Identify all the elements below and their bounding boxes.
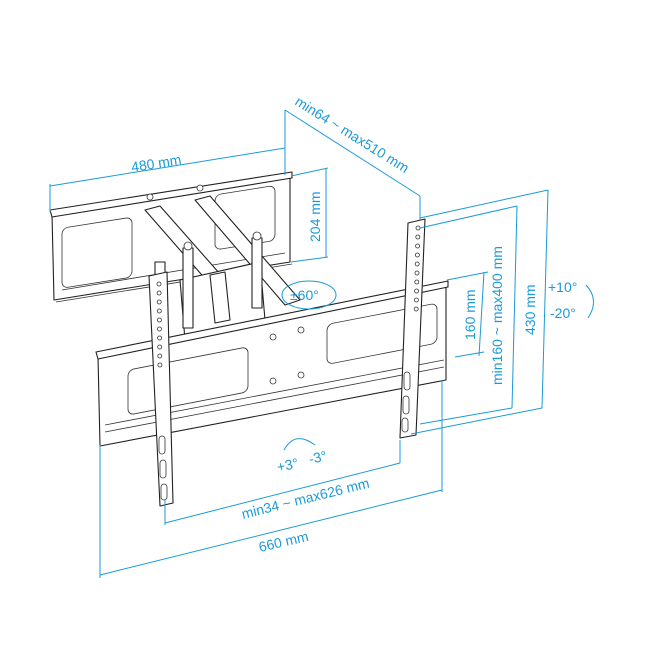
adjust-hole xyxy=(156,317,162,323)
label-bracket-width: 660 mm xyxy=(257,528,310,555)
adjust-hole xyxy=(156,308,162,314)
level-arc xyxy=(283,438,316,451)
adjust-hole xyxy=(157,326,162,332)
adjust-hole xyxy=(414,270,420,276)
adjust-hole xyxy=(414,252,420,258)
label-wall-plate-height: 204 mm xyxy=(307,191,323,242)
right-vertical-arm xyxy=(399,218,426,439)
label-tilt-down: -20° xyxy=(550,305,576,321)
label-tilt-up: +10° xyxy=(548,279,577,295)
adjust-hole xyxy=(156,290,162,296)
label-vesa-width-range: min34 ~ max626 mm xyxy=(240,475,371,522)
adjust-hole xyxy=(414,261,420,267)
label-level-minus: -3° xyxy=(307,448,328,467)
adjust-hole xyxy=(156,281,162,287)
label-bracket-height: 430 mm xyxy=(522,284,538,335)
adjust-hole xyxy=(157,344,163,350)
adjust-hole xyxy=(415,225,421,231)
adjust-hole xyxy=(157,362,163,368)
adjust-hole xyxy=(413,297,419,303)
adjust-hole xyxy=(415,234,421,240)
tilt-arc xyxy=(585,284,594,319)
swivel-ellipse xyxy=(281,280,337,310)
left-vertical-arm xyxy=(148,271,174,507)
adjust-hole xyxy=(415,243,421,249)
label-vesa-height-range: min160 ~ max400 mm xyxy=(489,246,505,385)
adjust-hole xyxy=(413,306,419,312)
dimension-lines xyxy=(49,109,594,578)
adjust-hole xyxy=(157,335,163,341)
label-extension: min64 ~ max510 mm xyxy=(292,93,412,176)
adjust-hole xyxy=(414,279,420,285)
adjust-hole xyxy=(414,288,420,294)
label-level-plus: +3° xyxy=(275,455,299,475)
label-wall-plate-width: 480 mm xyxy=(130,151,182,175)
label-swivel: ±60° xyxy=(290,287,319,303)
adjust-hole xyxy=(156,299,162,305)
adjust-hole xyxy=(157,353,163,359)
label-vesa-inner-height: 160 mm xyxy=(462,289,478,340)
tv-bracket-rail xyxy=(95,280,449,447)
